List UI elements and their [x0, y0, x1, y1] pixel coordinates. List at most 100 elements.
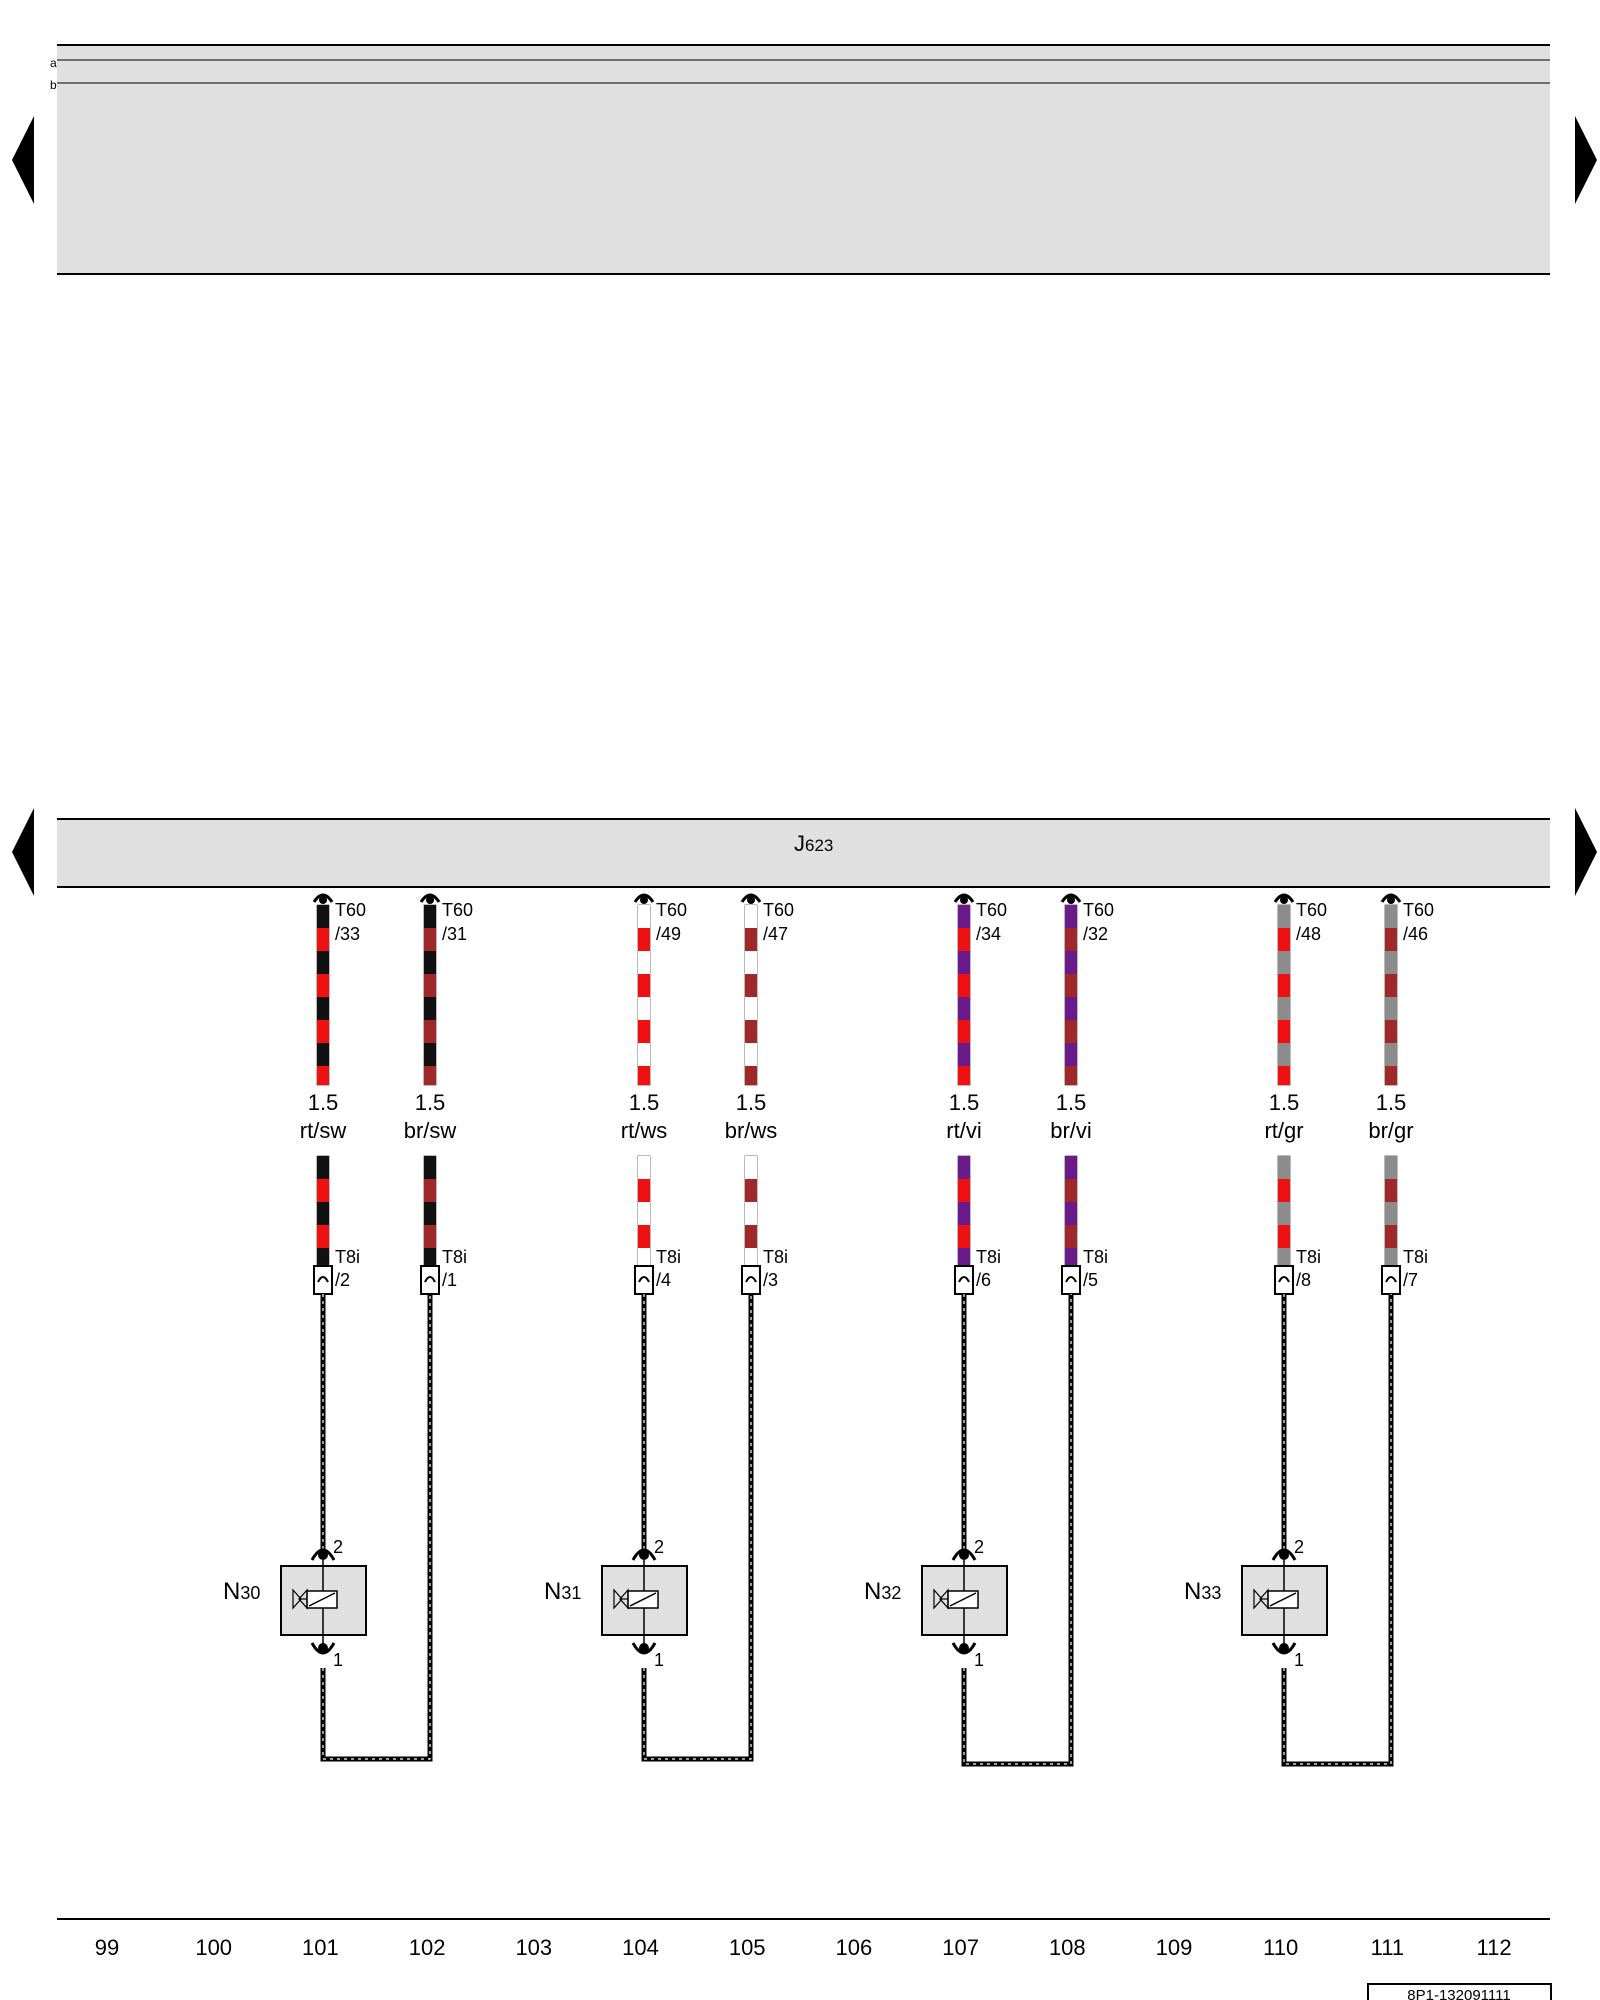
- component-connector-label: T8i: [763, 1247, 788, 1267]
- component-connector-pin: /4: [656, 1270, 671, 1290]
- solenoid-valve-icon: [1253, 1588, 1299, 1610]
- component-connector-pin: /7: [1403, 1270, 1418, 1290]
- wire-lower-segment: [1277, 1155, 1291, 1266]
- line-label-a: a: [50, 56, 57, 70]
- main-connector-pin: /46: [1403, 924, 1428, 944]
- main-connector-label: T60: [1083, 900, 1114, 920]
- component-connector-label: T8i: [1403, 1247, 1428, 1267]
- component-pin-bottom: 1: [654, 1650, 664, 1670]
- main-connector-pin: /48: [1296, 924, 1321, 944]
- connector-t8i-box: [634, 1265, 654, 1295]
- scale-number: 110: [1263, 1935, 1298, 1960]
- main-connector-pin: /34: [976, 924, 1001, 944]
- component-pin-top: 2: [974, 1537, 984, 1557]
- wire-lower-segment: [1384, 1155, 1398, 1266]
- component-pin-bottom: 1: [333, 1650, 343, 1670]
- scale-number: 101: [302, 1935, 339, 1960]
- component-connector-pin: /5: [1083, 1270, 1098, 1290]
- wire-color-label: br/sw: [404, 1118, 457, 1143]
- scale-number: 107: [942, 1935, 979, 1960]
- wire-upper-segment: [1384, 904, 1398, 1086]
- main-connector-label: T60: [1296, 900, 1327, 920]
- wire-color-label: rt/sw: [300, 1118, 347, 1143]
- connector-t8i-box: [741, 1265, 761, 1295]
- control-unit-label: J623: [794, 831, 833, 856]
- valve-n32[interactable]: 2 1 N32: [864, 1294, 1074, 1767]
- wire-color-label: rt/gr: [1264, 1118, 1303, 1143]
- scale-number: 108: [1049, 1935, 1086, 1960]
- main-connector-label: T60: [442, 900, 473, 920]
- main-connector-label: T60: [763, 900, 794, 920]
- footer-code: 8P1-132091111: [1407, 1987, 1510, 2000]
- prev-page-arrow-icon[interactable]: [12, 116, 34, 204]
- scale-number: 111: [1371, 1935, 1404, 1960]
- valve-label: N30: [223, 1578, 260, 1605]
- wire-group: T60/331.5rt/swT8i/2T60/311.5br/swT8i/1T6…: [300, 893, 1434, 1295]
- component-connector-label: T8i: [442, 1247, 467, 1267]
- line-label-b: b: [50, 78, 57, 92]
- wire-lower-segment: [423, 1155, 437, 1266]
- main-connector-pin: /32: [1083, 924, 1108, 944]
- wire-size-label: 1.5: [1376, 1090, 1407, 1115]
- footer-code-box: 8P1-132091111: [1367, 1983, 1552, 2000]
- wire-size-label: 1.5: [949, 1090, 980, 1115]
- connector-t8i-box: [1381, 1265, 1401, 1295]
- scale-number: 99: [95, 1935, 119, 1960]
- wire-lower-segment: [744, 1155, 758, 1266]
- wire-size-label: 1.5: [736, 1090, 767, 1115]
- wire-upper-segment: [637, 904, 651, 1086]
- scale-number: 112: [1477, 1935, 1512, 1960]
- valve-label: N31: [544, 1578, 581, 1605]
- connector-t8i-box: [954, 1265, 974, 1295]
- component-connector-pin: /8: [1296, 1270, 1311, 1290]
- component-pin-top: 2: [654, 1537, 664, 1557]
- component-connector-pin: /2: [335, 1270, 350, 1290]
- component-connector-pin: /6: [976, 1270, 991, 1290]
- next-wire-arrow-icon[interactable]: [1575, 808, 1597, 896]
- valve-n31[interactable]: 2 1 N31: [544, 1294, 754, 1762]
- scale-number: 109: [1156, 1935, 1193, 1960]
- wire-color-label: br/ws: [725, 1118, 778, 1143]
- scale-number: 105: [729, 1935, 766, 1960]
- wire-upper-segment: [1064, 904, 1078, 1086]
- control-unit-j623[interactable]: J623: [57, 818, 1550, 888]
- wire-upper-segment: [316, 904, 330, 1086]
- component-connector-label: T8i: [976, 1247, 1001, 1267]
- component-connector-label: T8i: [1296, 1247, 1321, 1267]
- component-connector-pin: /1: [442, 1270, 457, 1290]
- prev-wire-arrow-icon[interactable]: [12, 808, 34, 896]
- connector-t8i-box: [1274, 1265, 1294, 1295]
- scale-number: 103: [515, 1935, 552, 1960]
- component-pin-top: 2: [333, 1537, 343, 1557]
- wire-upper-segment: [744, 904, 758, 1086]
- next-page-arrow-icon[interactable]: [1575, 116, 1597, 204]
- component-pin-bottom: 1: [974, 1650, 984, 1670]
- component-pin-top: 2: [1294, 1537, 1304, 1557]
- connector-t8i-box: [313, 1265, 333, 1295]
- main-connector-label: T60: [976, 900, 1007, 920]
- component-connector-label: T8i: [1083, 1247, 1108, 1267]
- main-connector-label: T60: [656, 900, 687, 920]
- main-connector-pin: /33: [335, 924, 360, 944]
- wire-lower-segment: [1064, 1155, 1078, 1266]
- component-connector-label: T8i: [656, 1247, 681, 1267]
- component-connector-pin: /3: [763, 1270, 778, 1290]
- valve-n30[interactable]: 2 1 N30: [223, 1294, 433, 1762]
- wire-lower-segment: [316, 1155, 330, 1266]
- valve-label: N32: [864, 1578, 901, 1605]
- top-info-box: a b: [50, 44, 1550, 275]
- wire-size-label: 1.5: [629, 1090, 660, 1115]
- valve-label: N33: [1184, 1578, 1221, 1605]
- scale-number: 100: [195, 1935, 232, 1960]
